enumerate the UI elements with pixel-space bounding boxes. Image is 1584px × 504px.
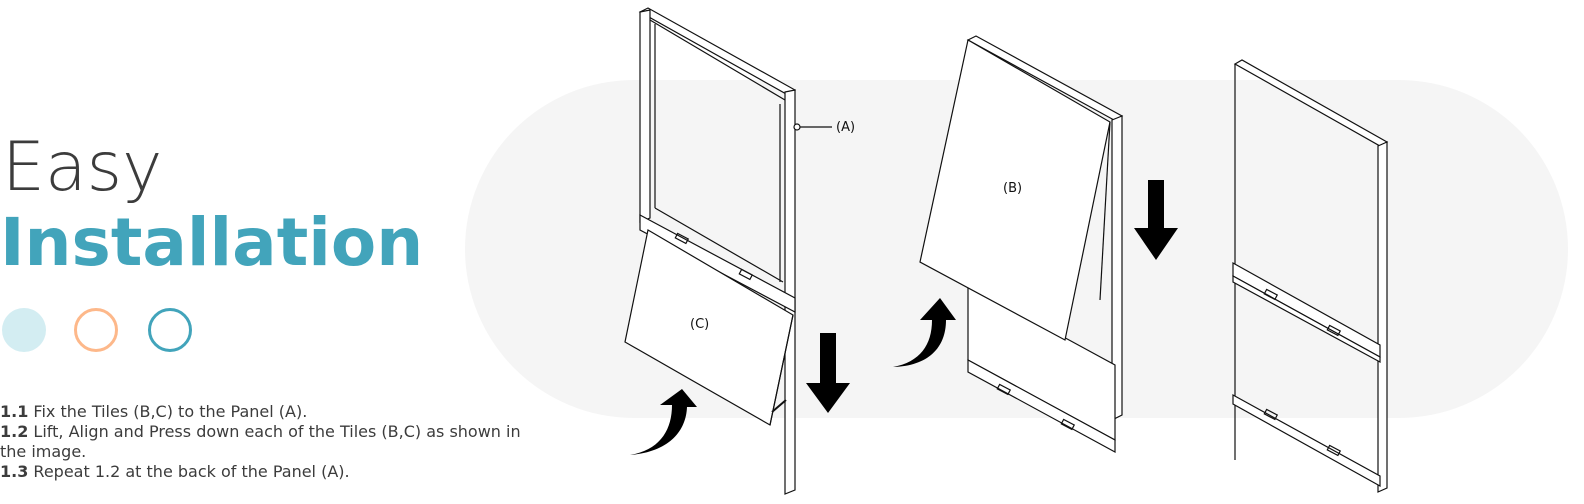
label-b: (B) — [1003, 181, 1022, 196]
panel-a-step1: (A) (C) — [624, 7, 855, 495]
title-easy: Easy — [2, 128, 163, 207]
panel-a-step3 — [1232, 59, 1389, 493]
filled-circle-decoration — [2, 308, 46, 352]
step-2: 1.2 Lift, Align and Press down each of t… — [0, 422, 521, 461]
curved-arrow-icon — [630, 389, 697, 455]
instruction-steps: 1.1 Fix the Tiles (B,C) to the Panel (A)… — [0, 402, 530, 482]
panel-a-step2: (B) — [893, 35, 1178, 454]
curved-arrow-icon — [893, 298, 956, 367]
title-installation: Installation — [0, 204, 424, 281]
down-arrow-icon — [1134, 180, 1178, 260]
label-c: (C) — [690, 317, 709, 332]
down-arrow-icon — [806, 333, 850, 413]
step-3: 1.3 Repeat 1.2 at the back of the Panel … — [0, 462, 350, 481]
orange-circle-decoration — [74, 308, 118, 352]
label-a: (A) — [836, 120, 855, 135]
step-1: 1.1 Fix the Tiles (B,C) to the Panel (A)… — [0, 402, 308, 421]
teal-circle-decoration — [148, 308, 192, 352]
